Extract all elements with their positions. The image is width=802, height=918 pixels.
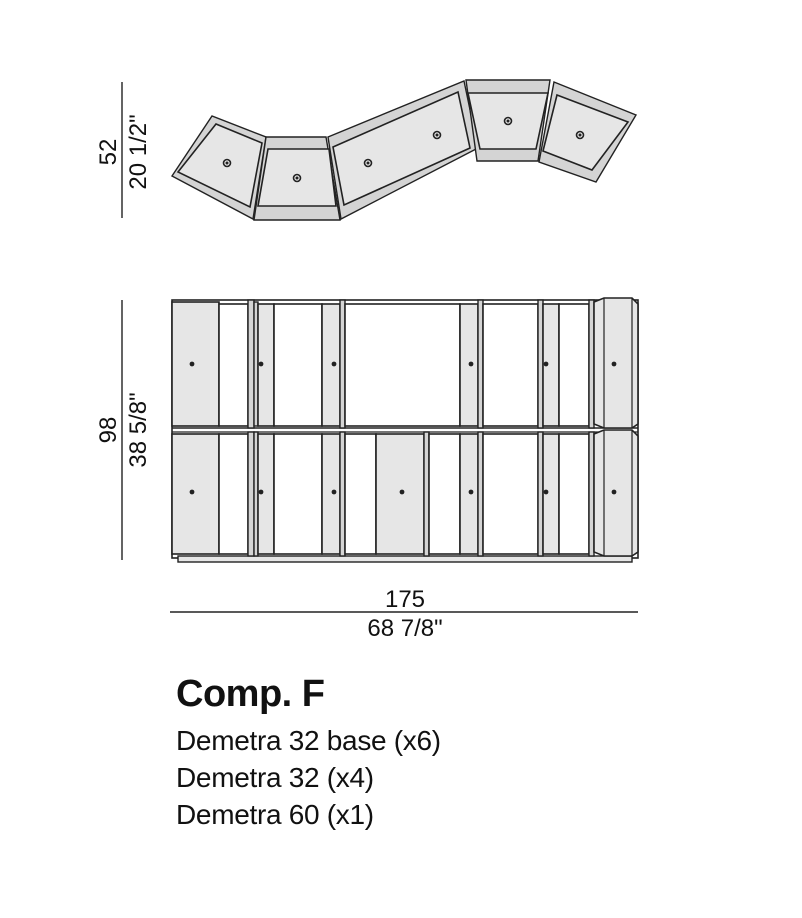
plan-module: [327, 80, 479, 221]
plan-module: [538, 81, 638, 183]
front-view: 98 38 5/8": [95, 297, 639, 642]
component-line: Demetra 32 (x4): [176, 762, 374, 793]
depth-cm-label: 52: [95, 139, 122, 166]
width-cm-label: 175: [385, 586, 425, 613]
unit-base: [177, 555, 633, 563]
component-line: Demetra 60 (x1): [176, 799, 374, 830]
width-in-label: 68 7/8": [367, 615, 442, 642]
plan-module: [170, 115, 267, 221]
depth-in-label: 20 1/2": [125, 114, 152, 189]
plan-module: [253, 136, 341, 221]
plan-module: [465, 79, 551, 162]
height-cm-label: 98: [95, 417, 122, 444]
composition-title: Comp. F: [176, 673, 325, 715]
door-panel: [171, 301, 220, 427]
technical-drawing: 52 20 1/2": [95, 79, 639, 642]
plan-view: 52 20 1/2": [95, 79, 638, 221]
composition-caption: Comp. F Demetra 32 base (x6) Demetra 32 …: [176, 672, 441, 833]
height-in-label: 38 5/8": [125, 392, 152, 467]
component-line: Demetra 32 base (x6): [176, 725, 441, 756]
